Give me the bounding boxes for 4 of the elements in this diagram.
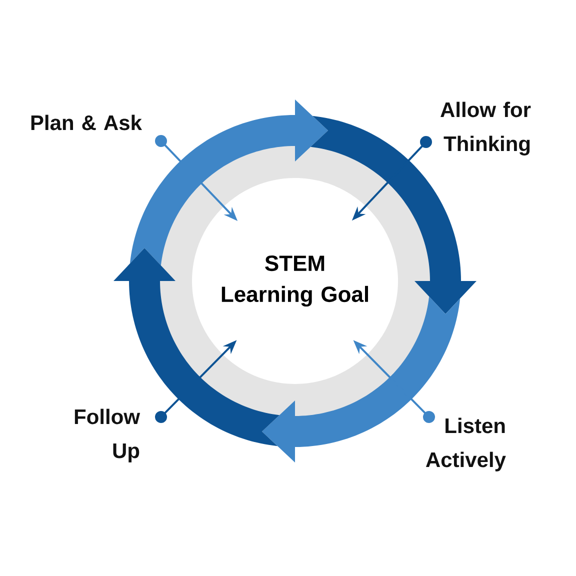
step-label: Listen Actively [426, 418, 506, 472]
step-label: Follow Up [74, 408, 140, 462]
step-label: Plan & Ask [31, 114, 142, 130]
step-label: Allow for Thinking [440, 102, 531, 156]
